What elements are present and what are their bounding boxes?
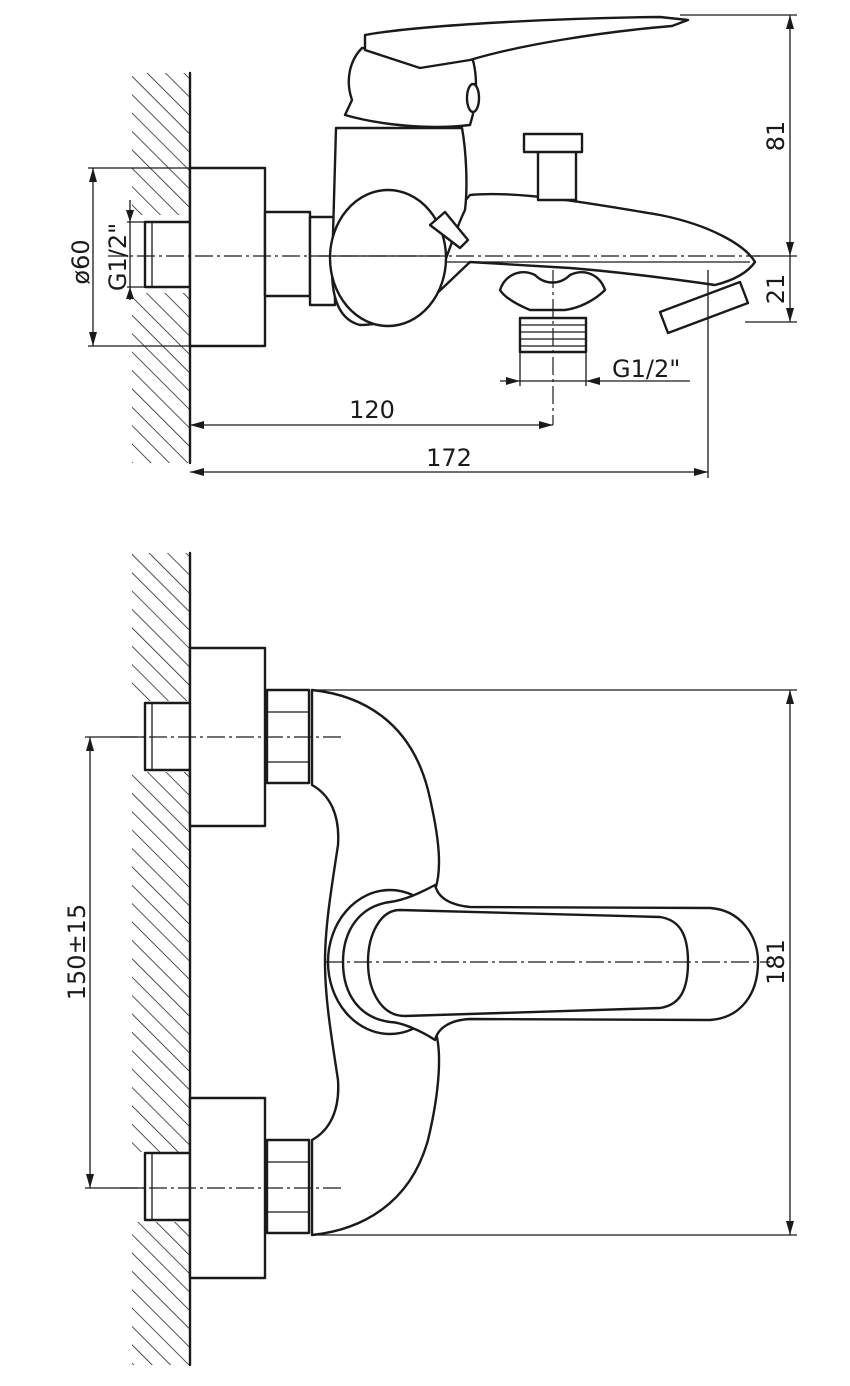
side-view: ø60 G1/2" G1/2" 120 xyxy=(67,14,797,478)
dim-height-top-label: 81 xyxy=(762,121,790,152)
front-view: 150±15 181 xyxy=(63,551,797,1367)
inlet-lower-front xyxy=(143,1096,311,1280)
bottom-outlet-side xyxy=(498,271,607,312)
dim-reach-outlet-label: 120 xyxy=(349,396,395,424)
dim-inlet-spacing: 150±15 xyxy=(63,736,145,1189)
inlet-pipe-side xyxy=(143,220,192,289)
cartridge-housing-side xyxy=(328,188,448,328)
diverter-button-side xyxy=(522,132,584,202)
lever-handle-side xyxy=(363,15,690,70)
lever-screw xyxy=(465,82,481,114)
wall-flange-side xyxy=(188,166,267,348)
dim-outlet-thread: G1/2" xyxy=(500,352,690,386)
dim-total-width: 181 xyxy=(312,689,797,1236)
dim-height-spout-label: 21 xyxy=(762,274,790,305)
dim-reach-total: 172 xyxy=(190,270,709,478)
dim-reach-outlet: 120 xyxy=(190,396,553,429)
dim-reach-total-label: 172 xyxy=(426,444,472,472)
dim-height-spout: 21 xyxy=(745,256,797,323)
dim-outlet-thread-label: G1/2" xyxy=(612,355,680,383)
connector-nut-side xyxy=(263,210,312,298)
dim-diameter: ø60 xyxy=(67,167,190,347)
dim-total-width-label: 181 xyxy=(762,939,790,985)
dim-inlet-spacing-label: 150±15 xyxy=(63,904,91,1000)
lever-top-front xyxy=(366,908,690,1018)
dim-inlet-thread: G1/2" xyxy=(104,200,145,300)
hose-connector-side xyxy=(658,280,750,335)
wall-hatch-top xyxy=(132,71,192,465)
dim-inlet-thread-label: G1/2" xyxy=(104,223,132,291)
dim-diameter-label: ø60 xyxy=(67,239,95,284)
wall-hatch-bottom xyxy=(132,551,192,1367)
diverter-knob-side xyxy=(428,210,470,250)
dim-height-top: 81 xyxy=(680,14,797,257)
